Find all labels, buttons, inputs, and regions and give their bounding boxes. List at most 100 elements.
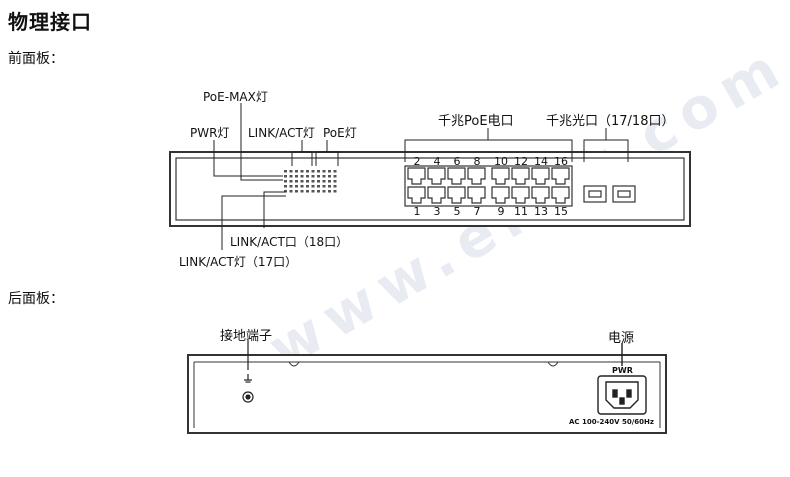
rj45-port (511, 167, 530, 185)
led-indicator (333, 180, 337, 183)
led-indicator (322, 175, 326, 178)
rj45-port (427, 186, 446, 204)
led-indicator (311, 190, 315, 193)
led-indicator (306, 185, 309, 188)
port-number: 14 (534, 155, 548, 168)
led-indicator (333, 185, 337, 188)
led-indicator (328, 185, 331, 188)
poe-max-label: PoE-MAX灯 (203, 90, 268, 104)
led-indicator (289, 185, 293, 188)
led-indicator (317, 175, 320, 178)
led-indicator (295, 175, 298, 178)
led-indicator (306, 190, 309, 193)
port-number: 3 (433, 205, 441, 218)
port-number: 2 (413, 155, 421, 168)
led-indicator (284, 175, 287, 178)
fiber-port-label: 千兆光口（17/18口） (546, 114, 675, 129)
rj45-port (491, 167, 510, 185)
port-number: 5 (453, 205, 461, 218)
led-indicator (306, 170, 309, 173)
led-indicator (289, 175, 293, 178)
led-indicator (311, 170, 315, 173)
rj45-port (531, 167, 550, 185)
led-indicator (311, 180, 315, 183)
port-number: 11 (514, 205, 528, 218)
front-chassis (169, 151, 691, 227)
led-indicator (328, 175, 331, 178)
led-indicator (311, 185, 315, 188)
led-indicator (284, 170, 287, 173)
led-indicator (289, 190, 293, 193)
rj45-port (427, 167, 446, 185)
rj45-port (467, 186, 486, 204)
led-indicator (295, 190, 298, 193)
power-inlet (597, 343, 647, 415)
page-title: 物理接口 (8, 10, 92, 34)
poe-led-label: PoE灯 (323, 126, 357, 140)
led-grid (284, 170, 337, 193)
link-act-led-label: LINK/ACT灯 (248, 126, 315, 140)
power-label: 电源 (608, 331, 635, 346)
led-indicator (317, 185, 320, 188)
psu-spec: AC 100-240V 50/60Hz (569, 418, 654, 426)
leader-lines (213, 103, 629, 250)
ground-terminal (242, 340, 254, 403)
gigabit-poe-label: 千兆PoE电口 (438, 114, 514, 129)
rj45-port (447, 167, 466, 185)
led-indicator (306, 175, 309, 178)
led-indicator (328, 180, 331, 183)
led-indicator (317, 170, 320, 173)
port-number: 15 (554, 205, 568, 218)
led-indicator (317, 180, 320, 183)
port-number: 10 (494, 155, 508, 168)
led-indicator (311, 175, 315, 178)
rj45-port (407, 186, 426, 204)
led-indicator (328, 170, 331, 173)
led-indicator (322, 190, 326, 193)
rj45-port (511, 186, 530, 204)
led-indicator (333, 170, 337, 173)
led-indicator (322, 185, 326, 188)
port-number: 8 (473, 155, 481, 168)
led-indicator (333, 175, 337, 178)
rj45-port (551, 186, 570, 204)
led-indicator (295, 170, 298, 173)
led-indicator (300, 170, 304, 173)
ground-label: 接地端子 (220, 329, 273, 344)
led-indicator (300, 175, 304, 178)
port-number: 1 (413, 205, 421, 218)
led-indicator (289, 170, 293, 173)
rj45-port (491, 186, 510, 204)
led-indicator (300, 180, 304, 183)
led-indicator (300, 185, 304, 188)
led-indicator (322, 170, 326, 173)
rj45-port (531, 186, 550, 204)
led-indicator (284, 185, 287, 188)
port-number: 7 (473, 205, 481, 218)
pwr-led-label: PWR灯 (190, 126, 230, 140)
port-number: 13 (534, 205, 548, 218)
led-indicator (295, 185, 298, 188)
led-indicator (295, 180, 298, 183)
rj45-port (467, 167, 486, 185)
rear-panel-heading: 后面板： (8, 291, 64, 307)
link-act-17-label: LINK/ACT灯（17口） (179, 255, 298, 269)
rear-chassis (187, 354, 667, 434)
led-indicator (284, 180, 287, 183)
led-indicator (306, 180, 309, 183)
rj45-block (404, 165, 573, 207)
led-indicator (322, 180, 326, 183)
led-indicator (317, 190, 320, 193)
port-number: 6 (453, 155, 461, 168)
rj45-port (447, 186, 466, 204)
pwr-tag: PWR (612, 366, 633, 375)
port-number: 4 (433, 155, 441, 168)
led-indicator (333, 190, 337, 193)
link-act-18-label: LINK/ACT口（18口） (230, 235, 349, 249)
rj45-port (551, 167, 570, 185)
sfp-ports (583, 185, 636, 203)
led-indicator (300, 190, 304, 193)
port-number: 12 (514, 155, 528, 168)
port-number: 9 (497, 205, 505, 218)
